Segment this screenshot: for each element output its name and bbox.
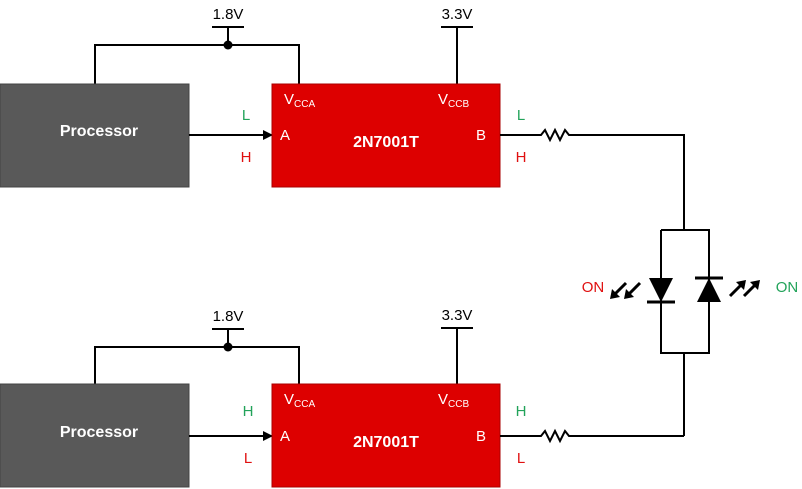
top-pin-a-label: A — [280, 127, 290, 144]
led-loop — [660, 229, 710, 354]
top-b-upper-level: L — [517, 107, 525, 124]
top-junction-dot — [223, 40, 233, 50]
top-a-lower-level: H — [241, 149, 252, 166]
top-b-lower-level: H — [516, 149, 527, 166]
bottom-circuit: 1.8V 3.3V Processor H L VCCA VCCB A B 2N… — [0, 307, 684, 488]
bottom-processor-label: Processor — [60, 424, 138, 441]
top-pin-b-label: B — [476, 127, 486, 144]
bottom-chip-block — [271, 383, 501, 488]
top-vcca-label: VCCA — [284, 91, 315, 110]
bottom-vcca-rail — [94, 346, 300, 384]
top-resistor-wire — [500, 127, 685, 230]
bottom-b-lower-level: L — [517, 450, 525, 467]
right-led-emission-head-2 — [750, 280, 760, 290]
bottom-junction-dot — [223, 342, 233, 352]
top-chip-label: 2N7001T — [353, 134, 419, 151]
top-processor-label: Processor — [60, 123, 138, 140]
bottom-supply-a-label: 1.8V — [213, 308, 244, 325]
left-led-label: ON — [582, 279, 605, 296]
top-supply-b-label: 3.3V — [442, 6, 473, 23]
top-vcca-rail — [94, 44, 300, 84]
left-led-emission-head-1 — [624, 289, 634, 299]
left-led-diode — [649, 278, 673, 302]
bottom-processor-block — [0, 383, 190, 488]
top-circuit: 1.8V 3.3V Processor L H VCCA VCCB A B 2N… — [0, 6, 685, 230]
bottom-chip-label: 2N7001T — [353, 434, 419, 451]
bottom-a-lower-level: L — [244, 450, 252, 467]
led-pair: ON ON — [582, 229, 799, 436]
right-led-diode — [697, 278, 721, 302]
right-led-label: ON — [776, 279, 799, 296]
top-processor-block — [0, 83, 190, 188]
right-led-emission-head-1 — [736, 280, 746, 290]
top-vccb-label: VCCB — [438, 91, 469, 110]
bottom-resistor-wire — [500, 428, 684, 444]
top-a-upper-level: L — [242, 107, 250, 124]
left-led-emission-head-2 — [610, 289, 620, 299]
bottom-pin-b-label: B — [476, 428, 486, 445]
bottom-vcca-label: VCCA — [284, 391, 315, 410]
bottom-vccb-label: VCCB — [438, 391, 469, 410]
bottom-pin-a-label: A — [280, 428, 290, 445]
top-supply-a-label: 1.8V — [213, 6, 244, 23]
bottom-supply-b-label: 3.3V — [442, 307, 473, 324]
bottom-b-upper-level: H — [516, 403, 527, 420]
bottom-a-upper-level: H — [243, 403, 254, 420]
